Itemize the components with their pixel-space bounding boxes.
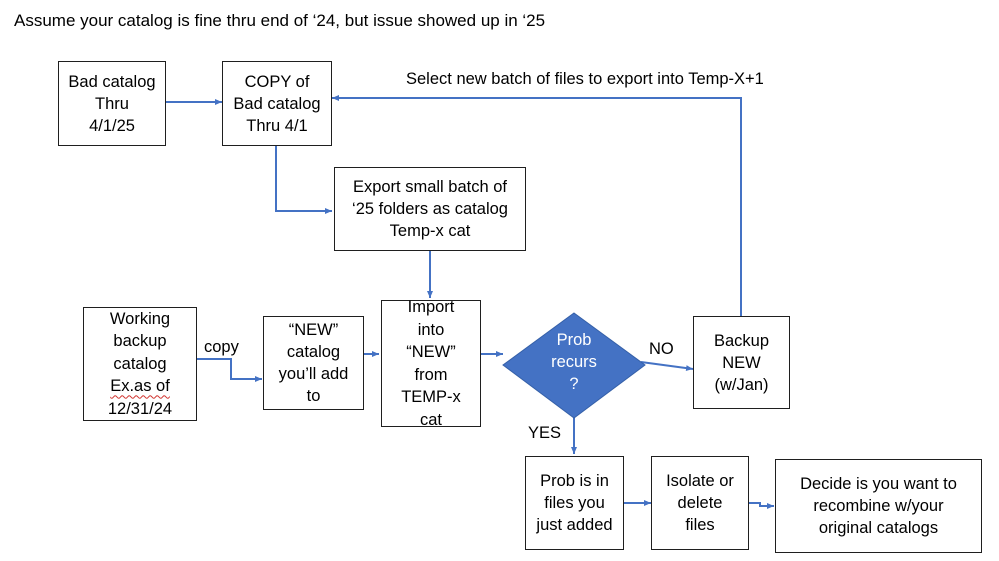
working-backup-box: Working backup catalog Ex.as of 12/31/24 xyxy=(83,307,197,421)
new-catalog-box: “NEW” catalog you’ll add to xyxy=(263,316,364,410)
import-into-box: Import into “NEW” from TEMP-x cat xyxy=(381,298,481,429)
diagram-heading: Assume your catalog is fine thru end of … xyxy=(14,11,546,30)
decision-diamond xyxy=(502,312,646,419)
no-label: NO xyxy=(649,340,674,358)
arrow-copy-to-export xyxy=(275,146,332,214)
loop-back-label: Select new batch of files to export into… xyxy=(406,70,764,88)
export-batch-box: Export small batch of ‘25 folders as cat… xyxy=(334,167,526,251)
copy-bad-catalog-box: COPY of Bad catalog Thru 4/1 xyxy=(222,61,332,146)
arrow-loop-back xyxy=(332,95,742,316)
decide-box: Decide is you want to recombine w/your o… xyxy=(775,459,982,553)
arrow-working-to-new xyxy=(196,358,262,382)
prob-in-files-box: Prob is in files you just added xyxy=(525,456,624,550)
bad-catalog-box: Bad catalog Thru 4/1/25 xyxy=(58,61,166,146)
arrow-isolate-to-decide xyxy=(749,502,774,509)
isolate-delete-box: Isolate or delete files xyxy=(651,456,749,550)
copy-label: copy xyxy=(204,338,239,356)
arrow-decision-no xyxy=(640,361,694,372)
backup-new-box: Backup NEW (w/Jan) xyxy=(693,316,790,409)
decision-label: Prob recurs ? xyxy=(551,331,597,393)
yes-label: YES xyxy=(528,424,562,442)
